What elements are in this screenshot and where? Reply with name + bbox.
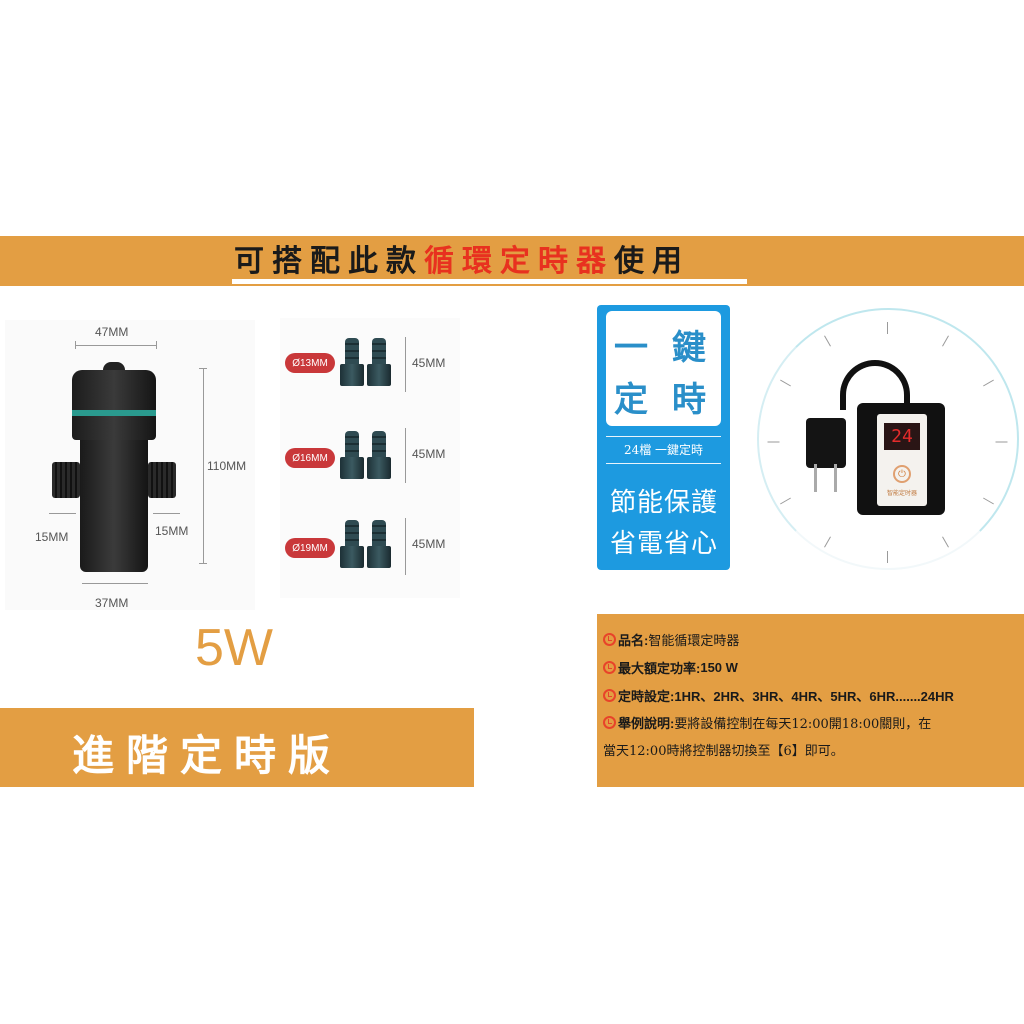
feature-char: 時 (672, 380, 706, 420)
connector-size-badge: Ø19MM (285, 538, 335, 558)
spec-info-box (597, 614, 1024, 787)
spec-item-power: 最大額定功率:150 W (603, 658, 738, 677)
connector-dim-line (405, 337, 406, 392)
top-banner (0, 236, 1024, 286)
connector-image (367, 520, 391, 570)
connector-length: 45MM (412, 447, 446, 461)
banner-title-prefix: 可搭配此款 (234, 244, 424, 279)
spec-item-timer: 定時設定:1HR、2HR、3HR、4HR、5HR、6HR.......24HR (603, 686, 954, 705)
dim-line-bottom (82, 583, 148, 584)
connector-size-badge: Ø13MM (285, 353, 335, 373)
plug-prong (814, 464, 817, 492)
pump-ring (72, 410, 156, 416)
dim-line-right-port (153, 513, 180, 514)
power-cord (840, 360, 910, 410)
pump-port-left (52, 462, 80, 498)
feature-line-2: 省電省心 (609, 529, 718, 559)
dim-top-width: 47MM (95, 325, 129, 339)
divider (606, 463, 721, 464)
connector-image (340, 431, 364, 481)
dim-line-left-port (49, 513, 76, 514)
feature-char: 定 (614, 380, 648, 420)
clock-face-circle (757, 308, 1019, 570)
dim-height: 110MM (207, 459, 247, 473)
connector-image (367, 431, 391, 481)
connector-dim-line (405, 428, 406, 483)
connector-size-badge: Ø16MM (285, 448, 335, 468)
dim-right-port: 15MM (155, 524, 189, 538)
dim-tick (199, 563, 207, 564)
spec-item-example: 舉例說明:要將設備控制在每天12:00開18:00關則，在 (603, 713, 931, 732)
connector-dim-line (405, 518, 406, 575)
alarm-clock-icon (603, 661, 616, 674)
clock-tick (767, 441, 780, 443)
clock-tick (887, 551, 888, 563)
spec-item-example-continued: 當天12:00時將控制器切換至【6】即可。 (603, 744, 844, 759)
alarm-clock-icon (603, 689, 616, 702)
alarm-clock-icon (603, 633, 616, 646)
plug-prong (834, 464, 837, 492)
controller-label: 智能定时器 (886, 490, 917, 497)
banner-title-highlight: 循環定時器 (424, 244, 614, 279)
connector-image (340, 338, 364, 388)
feature-panel-inner (606, 311, 721, 426)
spec-item-name: 品名:智能循環定時器 (603, 630, 739, 649)
pump-port-right (148, 462, 176, 498)
banner-underline (232, 279, 747, 284)
edition-bar (0, 708, 474, 787)
dim-line-top (75, 345, 157, 346)
power-rating: 5W (195, 619, 273, 677)
edition-title: 進階定時版 (72, 731, 343, 780)
banner-title-suffix: 使用 (614, 244, 690, 279)
clock-tick (995, 441, 1008, 443)
connector-length: 45MM (412, 537, 446, 551)
feature-char: 一 (614, 328, 648, 368)
power-icon: ⏻ (893, 465, 911, 483)
dim-tick (156, 341, 157, 349)
connector-image (340, 520, 364, 570)
clock-tick (887, 322, 888, 334)
banner-title: 可搭配此款 循環定時器 使用 (234, 238, 690, 279)
dim-bottom-width: 37MM (95, 596, 129, 610)
controller-display: 24 (884, 423, 920, 450)
feature-char: 鍵 (672, 328, 706, 368)
connector-image (367, 338, 391, 388)
dim-tick (75, 341, 76, 349)
feature-line-1: 節能保護 (609, 488, 718, 518)
pump-body (80, 440, 148, 572)
pump-head (72, 370, 156, 440)
alarm-clock-icon (603, 716, 616, 729)
divider (606, 436, 721, 437)
dim-line-height (203, 368, 204, 564)
connector-length: 45MM (412, 356, 446, 370)
feature-subtitle: 24檔 一鍵定時 (623, 443, 704, 457)
dim-tick (199, 368, 207, 369)
dim-left-port: 15MM (35, 530, 69, 544)
power-plug (806, 418, 846, 468)
